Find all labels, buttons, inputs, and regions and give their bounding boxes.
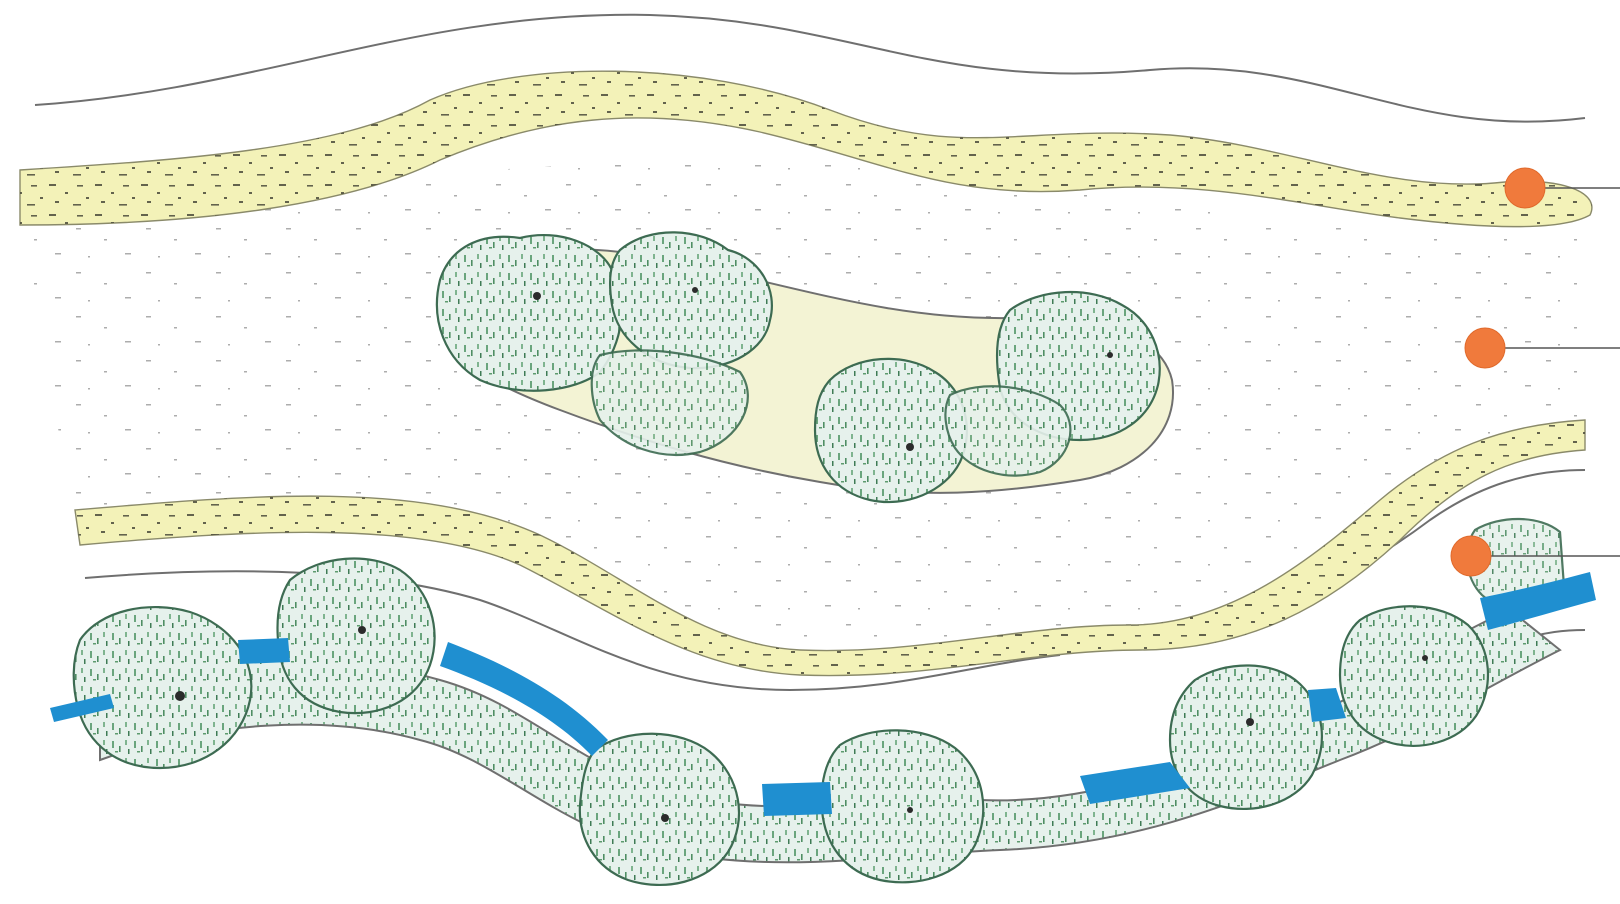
marker-dot	[1465, 328, 1505, 368]
marker-dot	[1505, 168, 1545, 208]
tree-canopy	[822, 730, 984, 882]
tree-trunk	[907, 807, 913, 813]
tree-canopy	[278, 559, 435, 714]
marker-dot	[1451, 536, 1491, 576]
tree-canopy	[1340, 606, 1488, 746]
tree-trunk	[175, 691, 185, 701]
bench	[238, 638, 290, 664]
tree-trunk	[1107, 352, 1113, 358]
tree-trunk	[692, 287, 698, 293]
tree-canopy	[74, 607, 252, 768]
tree-trunk	[1246, 718, 1254, 726]
bench	[1308, 688, 1346, 722]
tree-canopy	[815, 359, 967, 502]
tree-trunk	[1422, 655, 1428, 661]
tree-trunk	[661, 814, 669, 822]
tree-canopy	[1170, 665, 1322, 808]
tree-canopy	[580, 734, 739, 885]
tree-trunk	[358, 626, 366, 634]
bench	[762, 782, 832, 816]
tree-trunk	[906, 443, 914, 451]
tree-trunk	[533, 292, 541, 300]
